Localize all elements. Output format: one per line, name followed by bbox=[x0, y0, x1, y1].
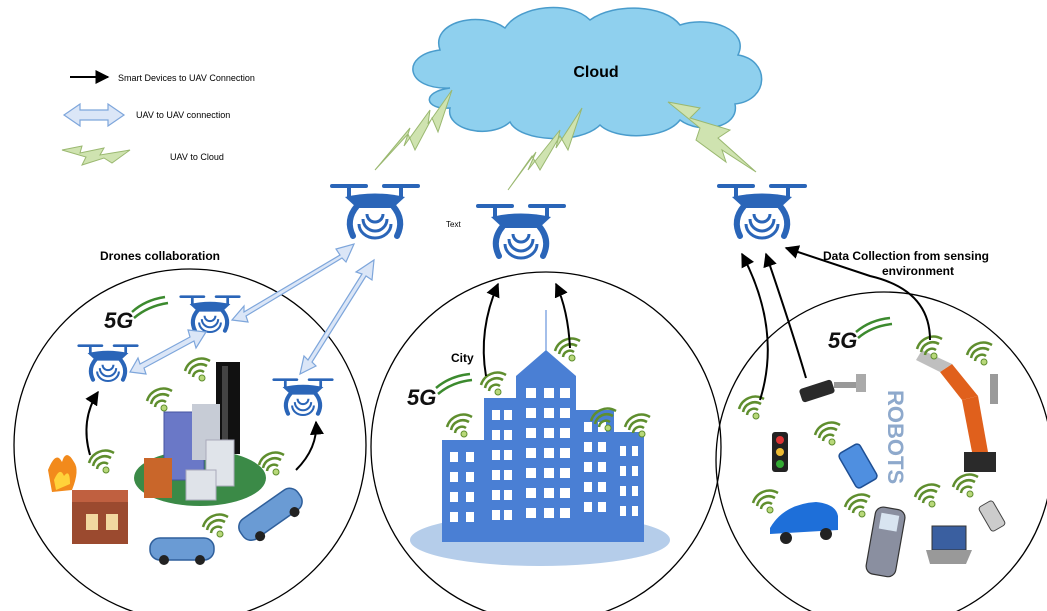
left-region-title: Drones collaboration bbox=[100, 249, 220, 263]
double-arrow-legend-icon bbox=[62, 102, 126, 128]
cell-phone-icon bbox=[978, 500, 1006, 532]
wifi-icon bbox=[479, 371, 508, 397]
robot-arm-icon bbox=[916, 350, 998, 472]
legend: Smart Devices to UAV Connection UAV to U… bbox=[61, 70, 255, 166]
wifi-icon bbox=[145, 387, 174, 413]
cloud-label: Cloud bbox=[573, 64, 618, 81]
small-drone-icon bbox=[272, 378, 333, 415]
wifi-icon bbox=[813, 421, 842, 447]
bolt-right-icon bbox=[667, 101, 757, 173]
cctv-camera-icon bbox=[799, 374, 866, 403]
svg-text:5G: 5G bbox=[407, 385, 436, 410]
drone-top-left bbox=[330, 184, 420, 238]
drone-icon bbox=[476, 204, 566, 258]
drone-note-text: Text bbox=[446, 220, 461, 229]
wifi-icon bbox=[751, 489, 780, 515]
legend-smart-devices-label: Smart Devices to UAV Connection bbox=[118, 73, 255, 83]
wifi-icon bbox=[913, 483, 942, 509]
left-region-circle bbox=[13, 268, 367, 611]
device-uav-arrows-right bbox=[741, 245, 931, 401]
right-region-title-line2: environment bbox=[882, 264, 954, 278]
laptop-icon bbox=[926, 525, 972, 564]
sports-car-icon bbox=[770, 502, 838, 544]
city-buildings-cluster bbox=[134, 362, 266, 506]
wifi-icon bbox=[965, 341, 994, 367]
5g-text: 5G bbox=[104, 308, 133, 333]
center-region-title: City bbox=[451, 351, 474, 365]
right-region-title-line1: Data Collection from sensing bbox=[823, 249, 989, 263]
legend-uav-to-uav-label: UAV to UAV connection bbox=[136, 110, 230, 120]
drone-top-center bbox=[476, 204, 566, 258]
uav-uav-links bbox=[129, 243, 375, 376]
cloud: Cloud bbox=[412, 6, 763, 140]
svg-text:5G: 5G bbox=[828, 328, 857, 353]
right-region-circle bbox=[715, 291, 1047, 611]
small-drone-icon bbox=[77, 344, 138, 381]
wifi-icon bbox=[201, 513, 230, 539]
wifi-icon bbox=[951, 473, 980, 499]
left-5g-badge: 5G bbox=[104, 295, 169, 333]
wifi-icon bbox=[87, 449, 116, 475]
device-uav-arrows-left bbox=[85, 390, 324, 471]
car-icon bbox=[238, 487, 303, 542]
robots-text: ROBOTS bbox=[883, 390, 908, 484]
lightning-legend-icon bbox=[61, 145, 131, 166]
wifi-icon bbox=[553, 337, 582, 363]
wifi-icon bbox=[445, 413, 474, 439]
drone-top-right bbox=[717, 184, 807, 238]
right-5g-badge: 5G bbox=[828, 316, 893, 353]
wifi-icon bbox=[183, 357, 212, 383]
wifi-icon bbox=[843, 493, 872, 519]
legend-uav-to-cloud-label: UAV to Cloud bbox=[170, 152, 224, 162]
small-drone-icon bbox=[179, 295, 240, 332]
bolt-center-icon bbox=[507, 107, 583, 191]
center-region-circle bbox=[370, 271, 722, 611]
device-uav-arrows-center bbox=[482, 282, 571, 377]
smartphone-icon bbox=[838, 443, 878, 489]
center-5g-badge: 5G bbox=[407, 372, 473, 410]
mobile-phone-icon bbox=[865, 506, 906, 578]
car-icon bbox=[149, 537, 215, 565]
uav-cloud-links bbox=[374, 89, 757, 191]
drone-icon bbox=[330, 184, 420, 238]
drone-icon bbox=[717, 184, 807, 238]
city-skyline-icon bbox=[410, 310, 670, 566]
burning-house-icon bbox=[48, 455, 128, 544]
bolt-left-icon bbox=[374, 89, 453, 171]
traffic-light-icon bbox=[772, 432, 788, 472]
